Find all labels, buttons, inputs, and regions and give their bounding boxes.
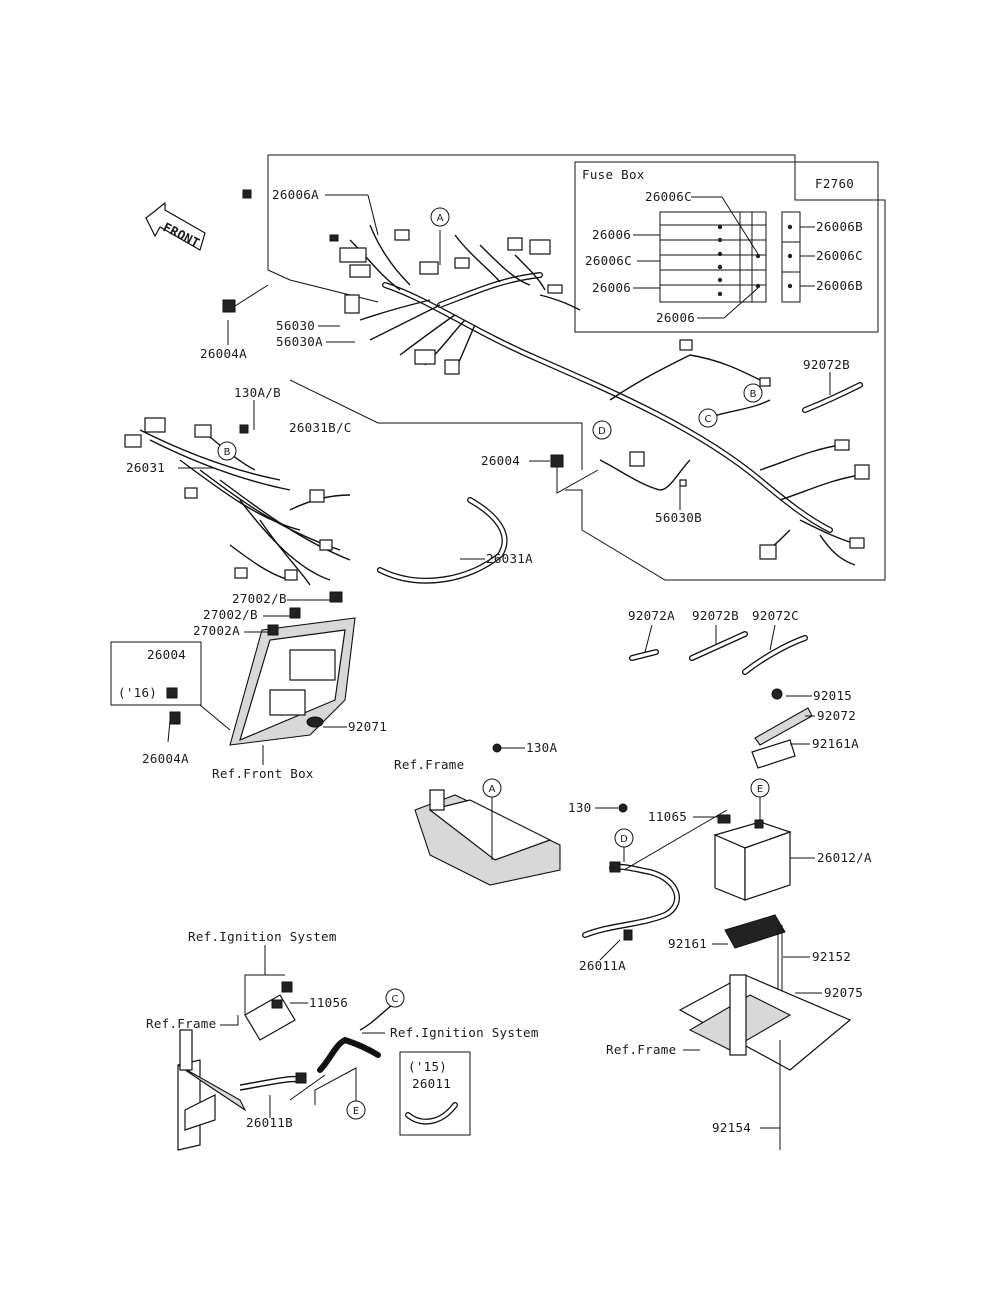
callout-26004-box: 26004	[147, 647, 186, 662]
wire-harness-26031	[124, 417, 351, 586]
tie-92072b-top	[802, 382, 863, 413]
callout-92152: 92152	[812, 949, 851, 964]
circle-markers: A B C D B A D E C E	[217, 207, 770, 1120]
callout-ref-front-box: Ref.Front Box	[212, 766, 314, 781]
callout-11056: 11056	[309, 995, 348, 1010]
bolt-130	[618, 803, 628, 813]
marker-a-mid: A	[482, 778, 502, 798]
callout-ref-ignition-2: Ref.Ignition System	[390, 1025, 539, 1040]
marker-b-left: B	[217, 441, 237, 461]
battery-cable-26011a	[582, 809, 728, 941]
callout-56030: 56030	[276, 318, 315, 333]
part-callouts: 26006A 26004A 56030 56030A 130A/B 26031B…	[118, 187, 872, 1135]
battery-assembly	[678, 688, 852, 1150]
callout-16: ('16)	[118, 685, 157, 700]
callout-130: 130	[568, 800, 591, 815]
callout-26012a: 26012/A	[817, 850, 872, 865]
marker-c-bottom: C	[385, 988, 405, 1008]
svg-text:D: D	[620, 834, 628, 845]
callout-ref-frame-3: Ref.Frame	[606, 1042, 676, 1057]
callout-92154: 92154	[712, 1120, 751, 1135]
svg-text:B: B	[750, 389, 757, 400]
wire-harness-26031a	[377, 497, 508, 584]
svg-text:B: B	[224, 447, 231, 458]
svg-text:A: A	[437, 213, 444, 224]
svg-text:26006: 26006	[592, 280, 631, 295]
connectors	[222, 189, 687, 494]
marker-a-top: A	[430, 207, 450, 227]
callout-11065: 11065	[648, 809, 687, 824]
callout-26004a-bottom: 26004A	[142, 751, 189, 766]
frame-section-2	[177, 1029, 247, 1151]
callout-ref-ignition-1: Ref.Ignition System	[188, 929, 337, 944]
callout-27002b-2: 27002/B	[203, 607, 258, 622]
marker-e-right: E	[750, 778, 770, 798]
harness-frame	[267, 154, 886, 581]
callout-26004a-top: 26004A	[200, 346, 247, 361]
callout-130a: 130A	[526, 740, 557, 755]
callout-92072c: 92072C	[752, 608, 799, 623]
fuse-box-title: Fuse Box	[582, 167, 645, 182]
battery-cable-26011b	[239, 1072, 307, 1091]
ties-92072	[629, 631, 808, 675]
callout-ref-frame-2: Ref.Frame	[146, 1016, 216, 1031]
callout-26031a: 26031A	[486, 551, 533, 566]
callout-26004-mid: 26004	[481, 453, 520, 468]
svg-text:C: C	[392, 994, 399, 1005]
callout-26011b: 26011B	[246, 1115, 293, 1130]
svg-text:26006: 26006	[656, 310, 695, 325]
svg-text:A: A	[489, 784, 496, 795]
ignition-cable	[317, 1004, 393, 1073]
callout-56030b: 56030B	[655, 510, 702, 525]
marker-d-top: D	[592, 420, 612, 440]
svg-text:26006C: 26006C	[645, 189, 692, 204]
callout-92071: 92071	[348, 719, 387, 734]
svg-text:26006C: 26006C	[816, 248, 863, 263]
callout-26031: 26031	[126, 460, 165, 475]
figure-code: F2760	[815, 176, 854, 191]
marker-d-mid: D	[614, 828, 634, 848]
callout-92161: 92161	[668, 936, 707, 951]
svg-text:26006: 26006	[592, 227, 631, 242]
svg-text:E: E	[353, 1106, 359, 1117]
marker-b-top: B	[743, 383, 763, 403]
marker-c-top: C	[698, 408, 718, 428]
main-wire-harness	[329, 224, 870, 566]
callout-27002a: 27002A	[193, 623, 240, 638]
callout-92015: 92015	[813, 688, 852, 703]
variant-15-box	[399, 1051, 471, 1136]
svg-text:C: C	[705, 414, 712, 425]
callout-92161a: 92161A	[812, 736, 859, 751]
callout-56030a: 56030A	[276, 334, 323, 349]
callout-92072b-top: 92072B	[803, 357, 850, 372]
marker-e-bottom: E	[346, 1100, 366, 1120]
callout-15: ('15)	[408, 1059, 447, 1074]
leader-lines	[167, 194, 831, 1129]
svg-text:26006B: 26006B	[816, 278, 863, 293]
callout-92072a: 92072A	[628, 608, 675, 623]
callout-26006a: 26006A	[272, 187, 319, 202]
frame-section-1	[414, 743, 561, 886]
callout-92072: 92072	[817, 708, 856, 723]
front-arrow-icon: FRONT	[145, 201, 206, 251]
callout-92075: 92075	[824, 985, 863, 1000]
callout-26011a: 26011A	[579, 958, 626, 973]
ignition-bracket	[244, 981, 296, 1041]
svg-text:26006B: 26006B	[816, 219, 863, 234]
callout-ref-frame-1: Ref.Frame	[394, 757, 464, 772]
fuse-box-panel: Fuse Box 26006C 26006 26006C 26006 26006	[574, 161, 879, 333]
callout-130ab: 130A/B	[234, 385, 281, 400]
callout-27002b-1: 27002/B	[232, 591, 287, 606]
callout-26011: 26011	[412, 1076, 451, 1091]
callout-26031bc: 26031B/C	[289, 420, 352, 435]
svg-text:26006C: 26006C	[585, 253, 632, 268]
svg-text:E: E	[757, 784, 763, 795]
variant-16-box	[110, 641, 202, 706]
front-box	[169, 591, 356, 746]
callout-92072b: 92072B	[692, 608, 739, 623]
svg-text:D: D	[598, 426, 606, 437]
